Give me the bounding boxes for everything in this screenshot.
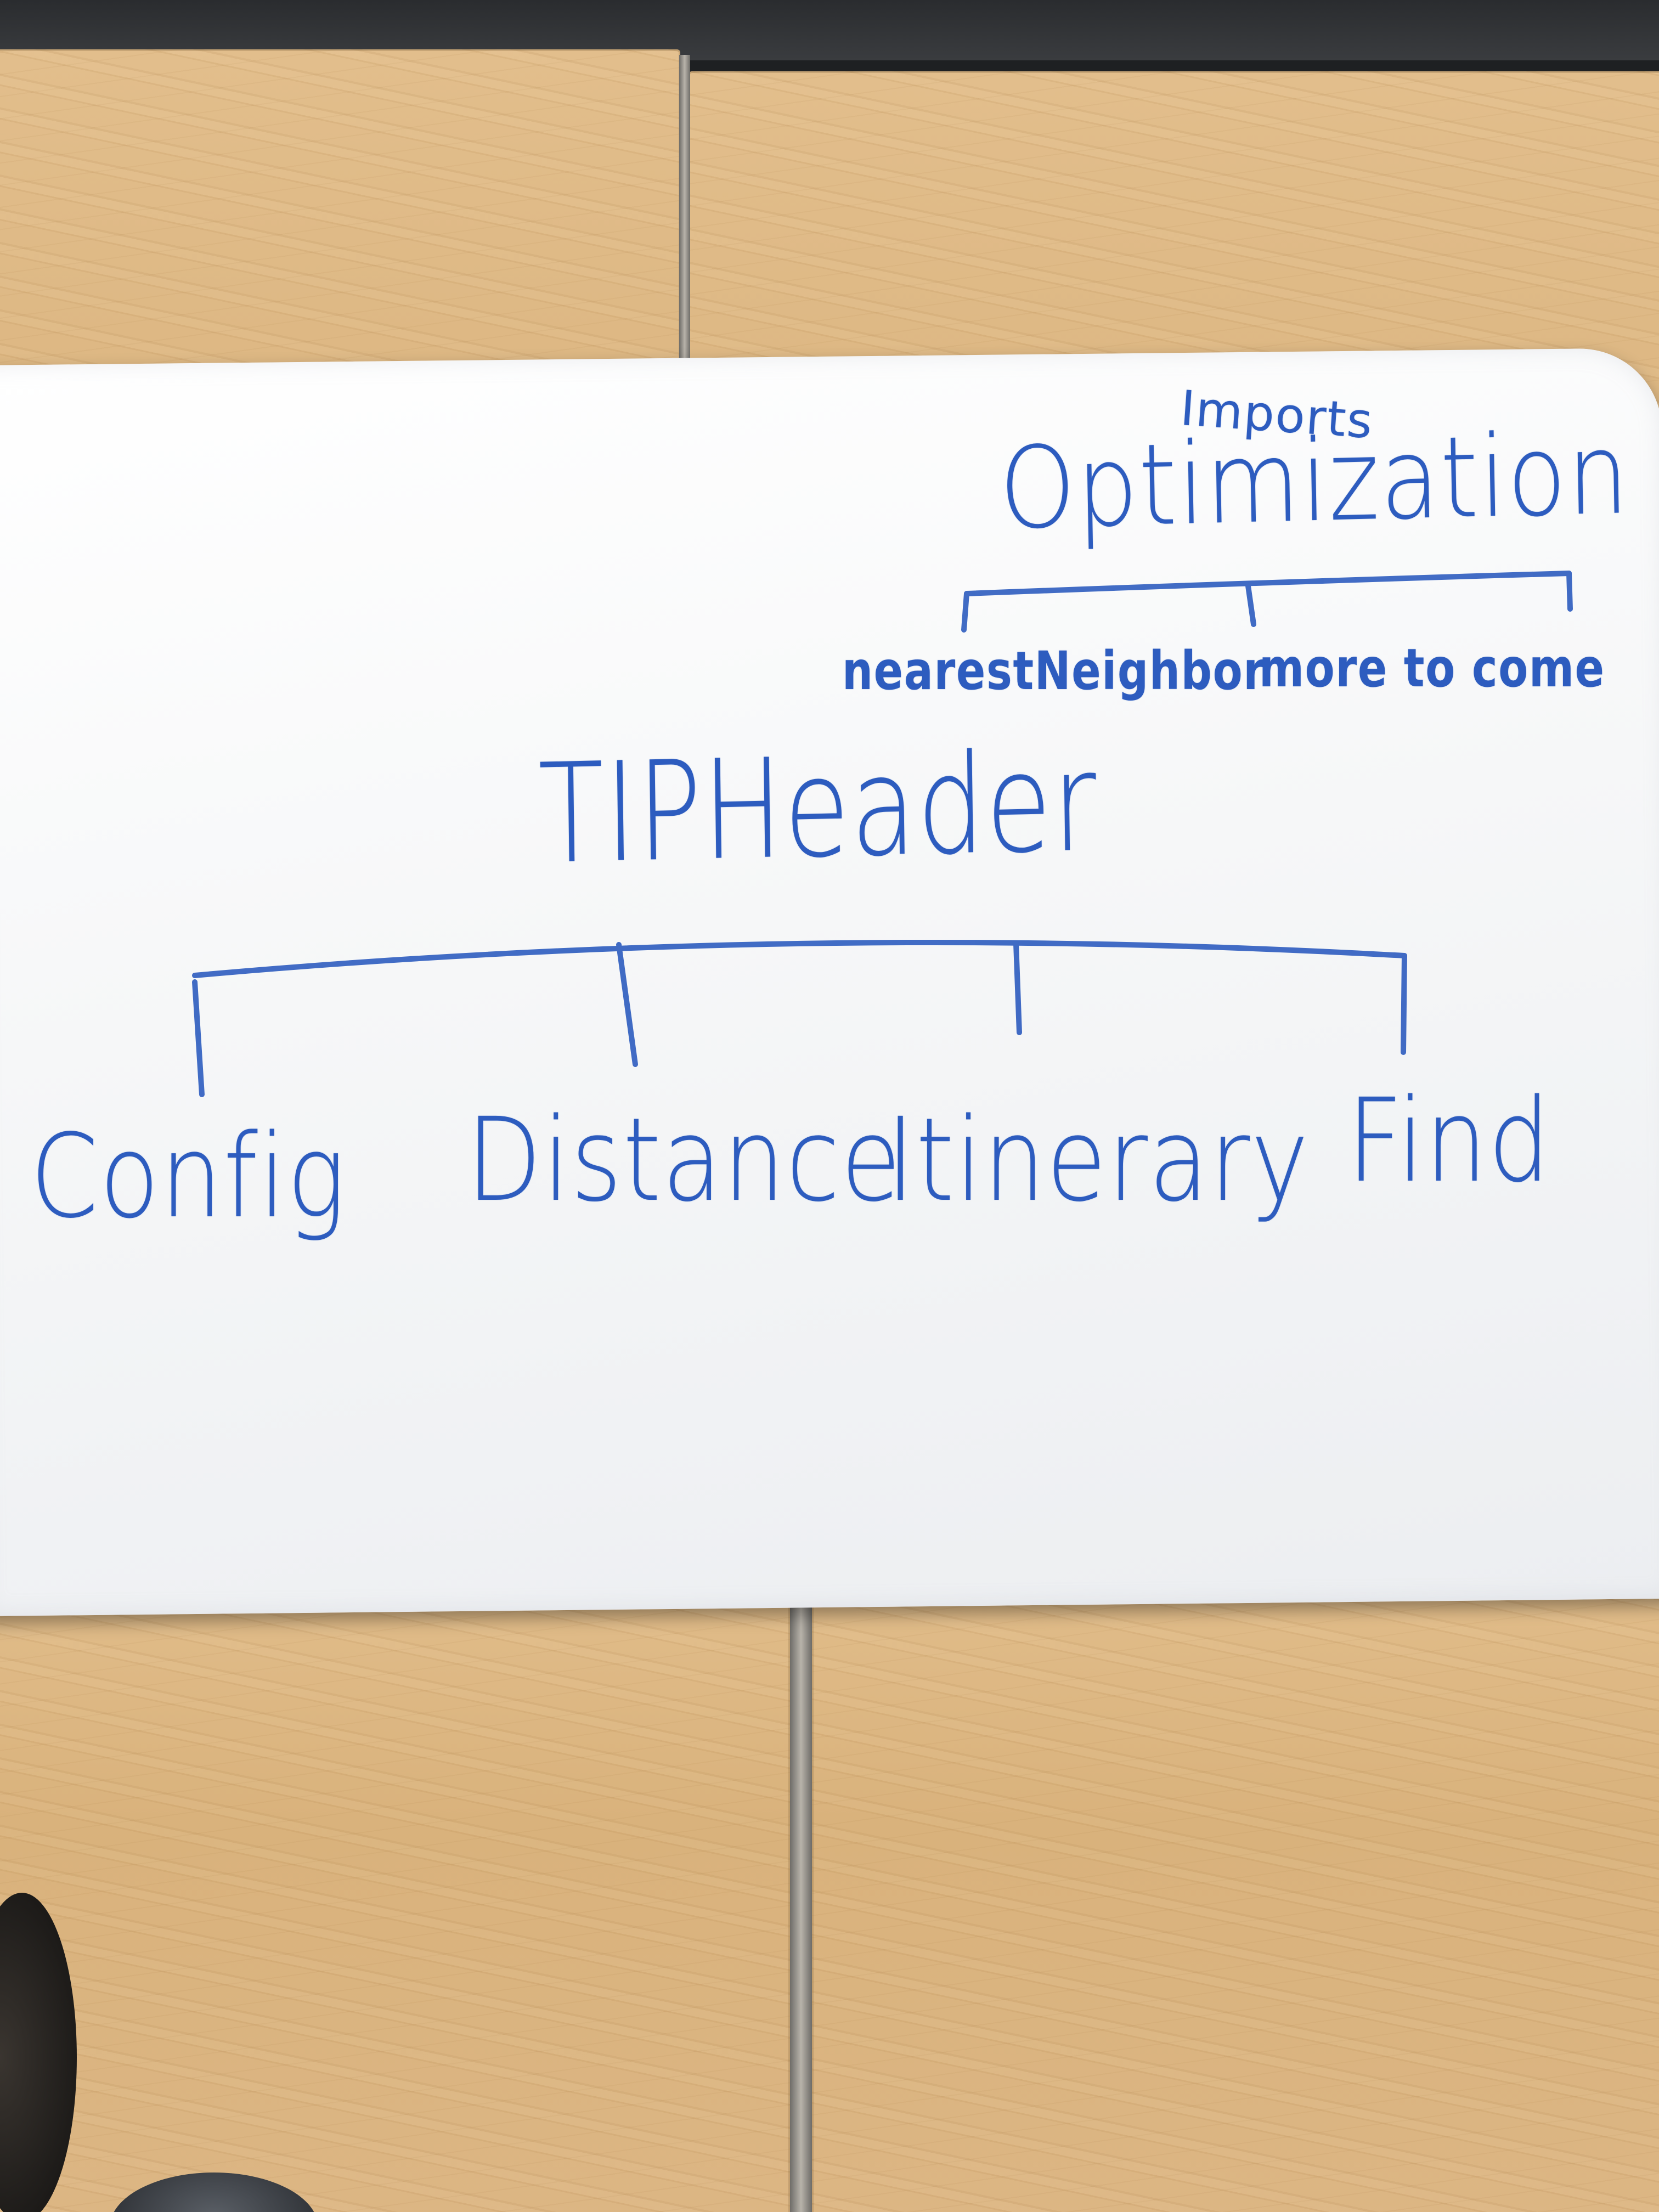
config-node: Config <box>30 1109 347 1244</box>
nearest-neighbor-node: nearestNeighbor <box>842 640 1266 702</box>
optimization-node: Optimization <box>998 409 1631 555</box>
find-node: Find <box>1347 1074 1551 1208</box>
table-seam-top <box>679 55 690 406</box>
distance-node: Distance <box>466 1093 902 1227</box>
table-bottom-right <box>812 1547 1659 2212</box>
more-to-come-node: more to come <box>1259 637 1605 699</box>
tipheader-node: TIPHeader <box>537 722 1098 894</box>
table-bottom-left <box>0 1547 790 2212</box>
table-seam-bottom <box>790 1547 812 2212</box>
itinerary-node: Itinerary <box>886 1093 1310 1227</box>
